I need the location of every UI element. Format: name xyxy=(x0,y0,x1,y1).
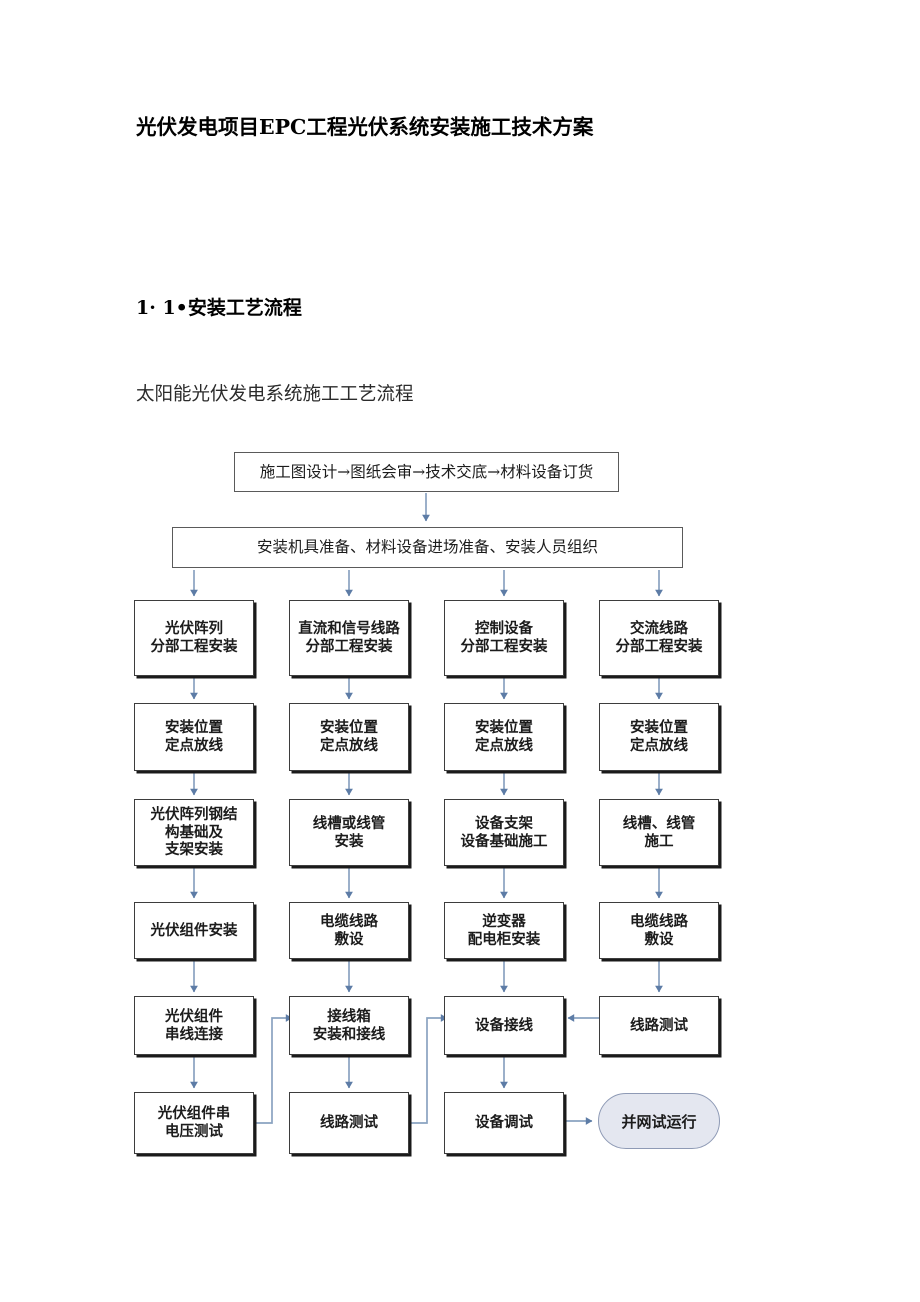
flow-node-control-equipment-3[interactable]: 逆变器 配电柜安装 xyxy=(444,902,564,959)
flow-node-label: 并网试运行 xyxy=(621,1112,697,1131)
flow-node-label: 安装位置 定点放线 xyxy=(475,719,533,754)
flow-node-dc-signal-2[interactable]: 线槽或线管 安装 xyxy=(289,799,409,866)
flow-node-design-review[interactable]: 施工图设计→图纸会审→技术交底→材料设备订货 xyxy=(234,452,619,492)
flow-node-label: 光伏组件安装 xyxy=(150,921,238,939)
document-title: 光伏发电项目EPC工程光伏系统安装施工技术方案 xyxy=(136,115,594,139)
flow-node-ac-line-3[interactable]: 电缆线路 敷设 xyxy=(599,902,719,959)
flow-node-label: 控制设备 分部工程安装 xyxy=(460,620,548,655)
flow-node-label: 电缆线路 敷设 xyxy=(320,912,378,948)
flow-node-dc-signal-1[interactable]: 安装位置 定点放线 xyxy=(289,703,409,771)
flow-node-label: 设备支架 设备基础施工 xyxy=(460,814,548,850)
flow-node-label: 线路测试 xyxy=(630,1016,688,1034)
flow-node-pv-array-1[interactable]: 安装位置 定点放线 xyxy=(134,703,254,771)
flow-node-label: 光伏阵列钢结 构基础及 支架安装 xyxy=(150,805,238,859)
flow-node-label: 设备调试 xyxy=(475,1114,533,1132)
flow-node-label: 施工图设计→图纸会审→技术交底→材料设备订货 xyxy=(259,462,594,481)
flow-node-pv-array-3[interactable]: 光伏组件安装 xyxy=(134,902,254,959)
flow-node-ac-line-0[interactable]: 交流线路 分部工程安装 xyxy=(599,600,719,676)
flow-node-label: 逆变器 配电柜安装 xyxy=(467,912,541,948)
flow-node-label: 直流和信号线路 分部工程安装 xyxy=(298,620,400,655)
flow-node-dc-signal-5[interactable]: 线路测试 xyxy=(289,1092,409,1154)
flow-node-control-equipment-0[interactable]: 控制设备 分部工程安装 xyxy=(444,600,564,676)
flow-node-label: 光伏组件 串线连接 xyxy=(165,1007,223,1043)
flow-node-label: 安装位置 定点放线 xyxy=(320,719,378,754)
flow-node-control-equipment-4[interactable]: 设备接线 xyxy=(444,996,564,1055)
flow-node-label: 安装位置 定点放线 xyxy=(630,719,688,754)
flow-node-ac-line-1[interactable]: 安装位置 定点放线 xyxy=(599,703,719,771)
flow-node-label: 交流线路 分部工程安装 xyxy=(615,620,703,655)
flow-node-label: 线槽、线管 施工 xyxy=(622,814,696,850)
flow-node-ac-line-2[interactable]: 线槽、线管 施工 xyxy=(599,799,719,866)
flow-node-label: 安装机具准备、材料设备进场准备、安装人员组织 xyxy=(256,538,598,557)
flow-node-label: 设备接线 xyxy=(475,1016,533,1034)
flow-node-preparation[interactable]: 安装机具准备、材料设备进场准备、安装人员组织 xyxy=(172,527,683,568)
flow-node-ac-line-4[interactable]: 线路测试 xyxy=(599,996,719,1055)
section-heading: 1· 1•安装工艺流程 xyxy=(136,297,302,319)
flow-node-control-equipment-1[interactable]: 安装位置 定点放线 xyxy=(444,703,564,771)
flow-node-dc-signal-0[interactable]: 直流和信号线路 分部工程安装 xyxy=(289,600,409,676)
flow-node-label: 电缆线路 敷设 xyxy=(630,912,688,948)
flow-node-dc-signal-4[interactable]: 接线箱 安装和接线 xyxy=(289,996,409,1055)
flow-node-grid-connection-trial[interactable]: 并网试运行 xyxy=(598,1093,720,1149)
flow-node-label: 光伏组件串 电压测试 xyxy=(157,1105,231,1140)
flow-node-label: 光伏阵列 分部工程安装 xyxy=(150,620,238,655)
flow-node-dc-signal-3[interactable]: 电缆线路 敷设 xyxy=(289,902,409,959)
flow-node-pv-array-0[interactable]: 光伏阵列 分部工程安装 xyxy=(134,600,254,676)
flow-node-pv-array-5[interactable]: 光伏组件串 电压测试 xyxy=(134,1092,254,1154)
flow-node-pv-array-4[interactable]: 光伏组件 串线连接 xyxy=(134,996,254,1055)
flow-node-label: 线路测试 xyxy=(320,1114,378,1132)
flow-node-label: 接线箱 安装和接线 xyxy=(312,1007,386,1043)
flow-node-label: 线槽或线管 安装 xyxy=(312,814,386,850)
flow-node-control-equipment-5[interactable]: 设备调试 xyxy=(444,1092,564,1154)
flow-node-label: 安装位置 定点放线 xyxy=(165,719,223,754)
flowchart-subtitle: 太阳能光伏发电系统施工工艺流程 xyxy=(136,384,414,405)
flow-node-pv-array-2[interactable]: 光伏阵列钢结 构基础及 支架安装 xyxy=(134,799,254,866)
flow-node-control-equipment-2[interactable]: 设备支架 设备基础施工 xyxy=(444,799,564,866)
